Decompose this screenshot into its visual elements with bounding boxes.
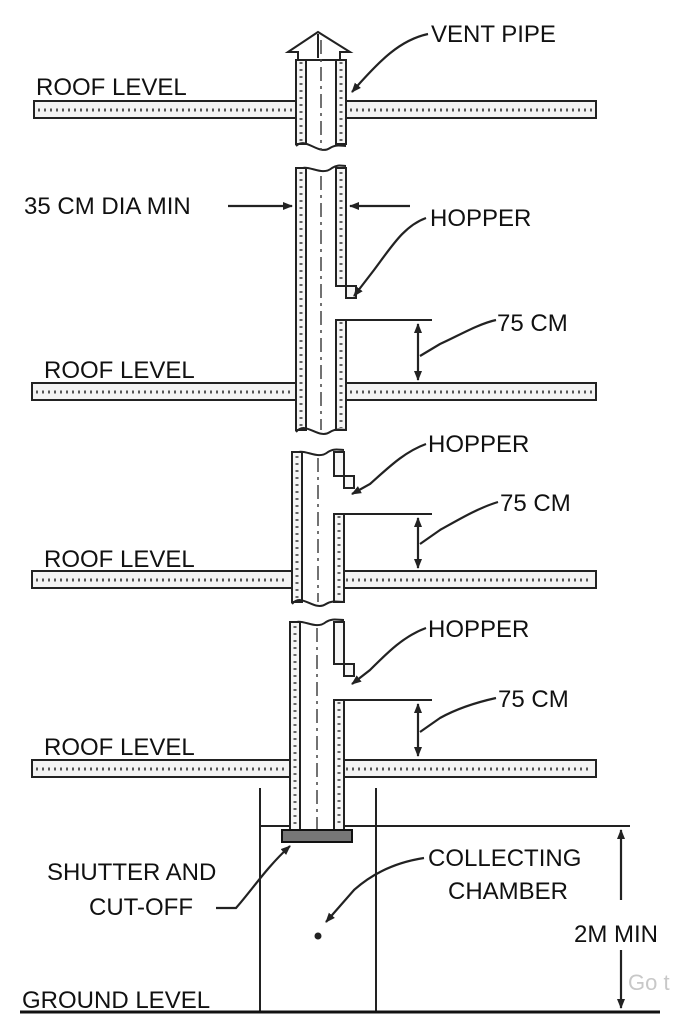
leader-shutter [216, 845, 291, 910]
label-75cm-1: 75 CM [497, 310, 568, 337]
vent-pipe [284, 30, 354, 151]
label-roof-level-1: ROOF LEVEL [36, 74, 187, 101]
leader-hopper-3 [351, 626, 427, 685]
shutter [281, 829, 353, 843]
label-75cm-3: 75 CM [498, 686, 569, 713]
roof-slab-3 [31, 570, 597, 589]
label-hopper-1: HOPPER [430, 205, 531, 232]
label-75cm-2: 75 CM [500, 490, 571, 517]
label-ground-level: GROUND LEVEL [22, 987, 210, 1014]
roof-slab-1 [33, 100, 597, 119]
hopper-3 [343, 663, 355, 677]
label-dia: 35 CM DIA MIN [24, 193, 191, 220]
roof-slab-2 [31, 382, 597, 401]
label-hopper-2: HOPPER [428, 431, 529, 458]
label-vent-pipe: VENT PIPE [431, 21, 556, 48]
label-collecting: COLLECTING [428, 845, 581, 872]
chute-pipe-section-2 [291, 448, 345, 607]
label-roof-level-2: ROOF LEVEL [44, 357, 195, 384]
label-shutter-and: SHUTTER AND [47, 859, 216, 886]
hopper-2 [343, 475, 355, 489]
label-roof-level-3: ROOF LEVEL [44, 546, 195, 573]
roof-slab-4 [31, 759, 597, 778]
label-roof-level-4: ROOF LEVEL [44, 734, 195, 761]
dimension-75cm-2 [344, 500, 499, 569]
label-2m-min: 2M MIN [574, 921, 658, 948]
chute-pipe-section-3 [289, 618, 345, 831]
label-chamber: CHAMBER [448, 878, 568, 905]
dimension-75cm-3 [344, 696, 497, 757]
chute-pipe-section-1 [295, 164, 347, 435]
leader-vent-pipe [351, 32, 429, 93]
collecting-chamber [259, 788, 630, 1012]
leader-chamber [325, 856, 425, 923]
leader-hopper-1 [353, 216, 427, 297]
watermark-text: Go t [628, 970, 670, 995]
label-cut-off: CUT-OFF [89, 894, 193, 921]
dimension-75cm-1 [346, 318, 497, 381]
label-hopper-3: HOPPER [428, 616, 529, 643]
leader-hopper-2 [351, 442, 427, 495]
